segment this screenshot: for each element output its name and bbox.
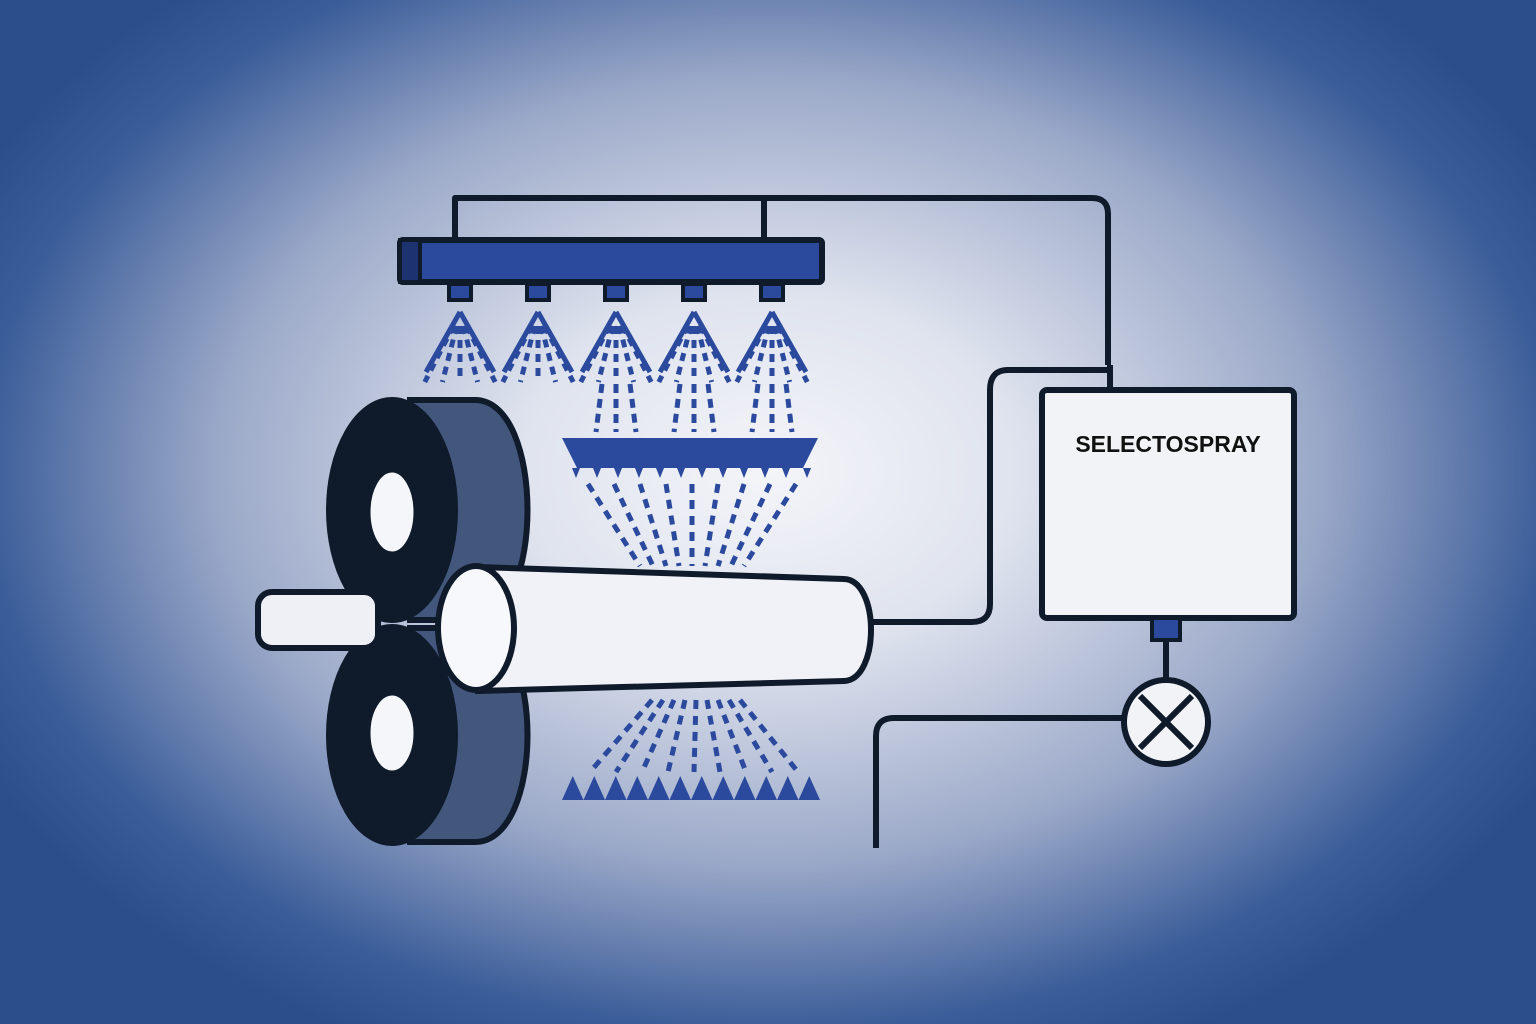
spray-ray xyxy=(702,483,721,567)
spray-ray xyxy=(726,698,775,774)
process-roller xyxy=(435,563,874,695)
spray-ray xyxy=(464,324,498,384)
spray-ray xyxy=(673,325,694,383)
spray-drop xyxy=(698,468,706,478)
spray-ray xyxy=(578,324,612,384)
header-supply-pipe xyxy=(452,195,1111,365)
lower-roll-bore xyxy=(365,690,419,776)
spray-ray xyxy=(772,325,793,383)
spray-drop xyxy=(614,468,622,478)
spray-ray xyxy=(665,699,688,773)
spray-ray xyxy=(637,483,669,567)
drain-pipe xyxy=(873,715,1122,848)
spray-drop xyxy=(635,468,643,478)
spray-drop xyxy=(572,468,580,478)
spray-ray xyxy=(588,698,654,774)
spray-ray xyxy=(439,325,460,383)
spray-ray xyxy=(616,325,637,383)
spray-nozzle-icon xyxy=(681,282,707,302)
spray-ray xyxy=(656,324,690,384)
spray-ray xyxy=(698,324,732,384)
spray-ray xyxy=(776,324,810,384)
spray-ray xyxy=(585,482,643,568)
spray-ray xyxy=(749,383,761,433)
upper-roll-bore xyxy=(365,467,419,557)
spray-drop xyxy=(761,468,769,478)
spray-ray xyxy=(639,698,677,774)
spray-fan xyxy=(578,310,654,384)
roller-end-face xyxy=(435,563,517,693)
spray-nozzle-icon xyxy=(447,282,473,302)
valve-cross-b xyxy=(1137,693,1195,751)
spray-drop xyxy=(677,468,685,478)
spray-ray xyxy=(715,699,749,773)
valve-x-icon xyxy=(1121,677,1211,767)
spray-ray xyxy=(741,482,799,568)
piping xyxy=(452,195,1169,848)
controller-label: SELECTOSPRAY xyxy=(1075,431,1260,457)
spray-ray xyxy=(460,325,481,383)
spray-ray xyxy=(517,325,538,383)
spray-ray xyxy=(694,325,715,383)
spray-drop xyxy=(593,468,601,478)
spray-ray xyxy=(734,324,768,384)
spray-ray xyxy=(593,383,605,433)
spray-ray xyxy=(691,699,699,773)
roller-return-pipe xyxy=(872,367,1112,625)
spray-ray xyxy=(620,324,654,384)
spray-nozzle-icon xyxy=(525,282,551,302)
spray-ray xyxy=(715,483,747,567)
spray-ray xyxy=(538,325,559,383)
spray-fan xyxy=(422,310,498,384)
spray-ray xyxy=(663,483,682,567)
controller-panel xyxy=(1039,387,1297,621)
spray-fan xyxy=(656,310,732,384)
middle-spray-zone xyxy=(562,383,818,568)
nozzle-row xyxy=(447,282,785,302)
spray-ray xyxy=(751,325,772,383)
spray-base-teeth xyxy=(562,776,820,800)
roll-shaft xyxy=(255,589,381,651)
spray-drop xyxy=(719,468,727,478)
spray-header-bar xyxy=(397,237,825,285)
spray-ray xyxy=(595,325,616,383)
spray-nozzle-icon xyxy=(759,282,785,302)
spray-header-endcap xyxy=(398,238,422,284)
lower-spray-zone xyxy=(562,698,820,800)
roller-body xyxy=(475,563,874,695)
spray-ray xyxy=(627,383,639,433)
selectospray-controller: SELECTOSPRAY xyxy=(1039,387,1297,642)
spray-header xyxy=(397,237,825,384)
controller-outlet-fitting xyxy=(1150,616,1182,642)
spray-ray xyxy=(704,699,723,773)
spray-ray xyxy=(783,383,795,433)
spray-ray xyxy=(671,383,683,433)
spray-nozzle-icon xyxy=(603,282,629,302)
spray-ray xyxy=(422,324,456,384)
spray-drop xyxy=(740,468,748,478)
spray-ray xyxy=(738,698,800,774)
spray-ray xyxy=(613,698,666,774)
upper-spray-fans xyxy=(422,310,810,384)
spray-fan xyxy=(734,310,810,384)
spray-funnel-band xyxy=(562,438,818,468)
spray-drop xyxy=(656,468,664,478)
spray-drop xyxy=(803,468,811,478)
spray-fan xyxy=(500,310,576,384)
spray-ray xyxy=(500,324,534,384)
spray-ray xyxy=(705,383,717,433)
spray-ray xyxy=(542,324,576,384)
spray-drop xyxy=(782,468,790,478)
